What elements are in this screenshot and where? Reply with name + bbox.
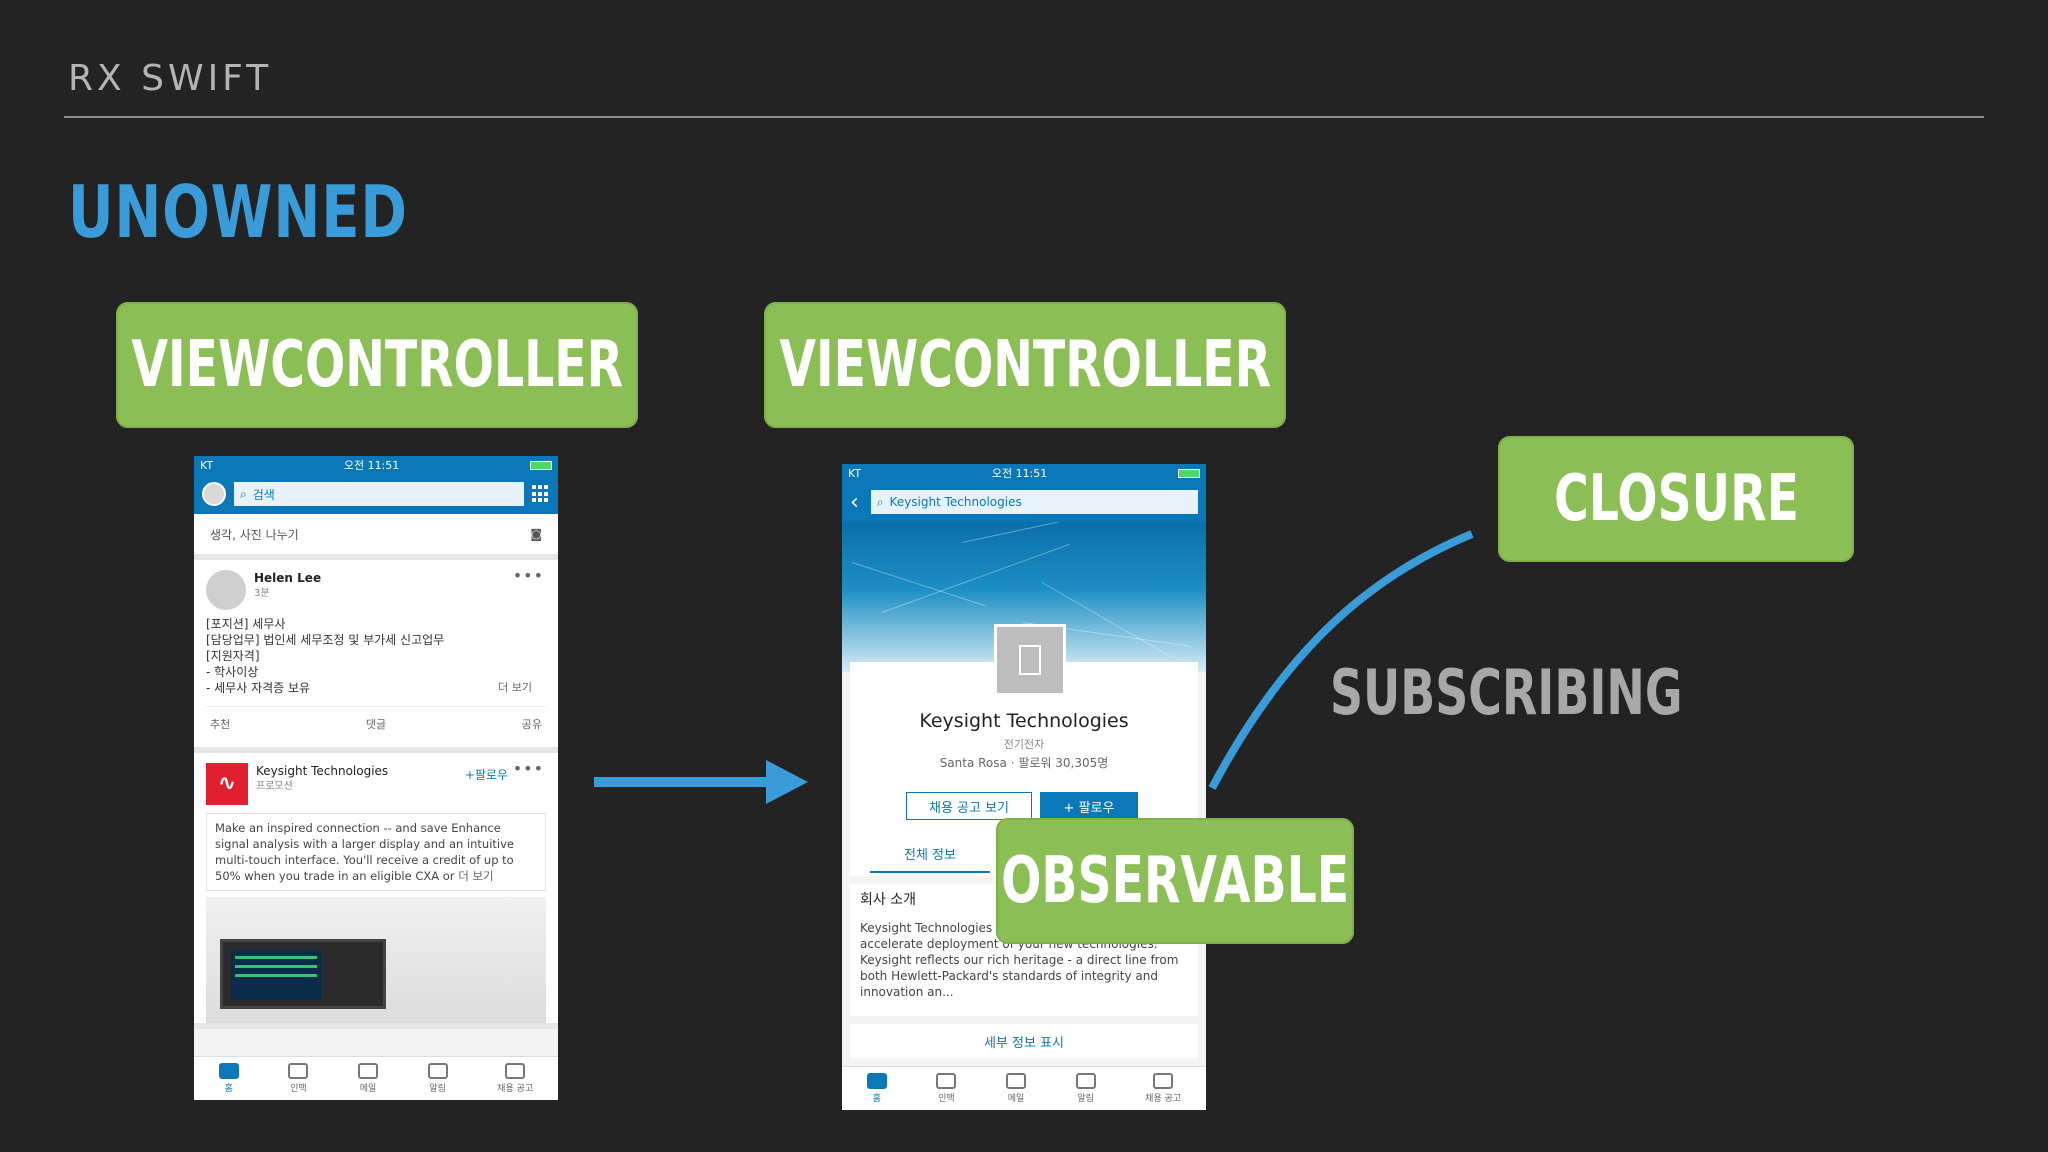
- search-placeholder: 검색: [252, 487, 275, 502]
- about-title: 회사 소개: [860, 892, 916, 908]
- home-icon: [866, 1073, 887, 1089]
- promo-company[interactable]: Keysight Technologies: [256, 764, 389, 778]
- nav-bar: ⌕ 검색: [194, 474, 558, 514]
- company-name: Keysight Technologies: [919, 710, 1129, 732]
- post-line: [포지션] 세무사: [206, 617, 286, 631]
- phone-screenshot-company: KT 오전 11:51 ‹ ⌕ Keysight Technologies Ke…: [842, 464, 1206, 1110]
- viewcontroller-box-left: VIEWCONTROLLER: [116, 302, 638, 428]
- bottom-tab-bar: 홈 인맥 메일 알림 채용 공고: [842, 1066, 1206, 1110]
- search-icon: ⌕: [240, 486, 247, 501]
- phone-screenshot-feed: KT 오전 11:51 ⌕ 검색 생각, 사진 나누기 ◙ Helen Lee …: [194, 456, 558, 1100]
- viewcontroller-right-label: VIEWCONTROLLER: [779, 328, 1271, 402]
- time-label: 오전 11:51: [343, 459, 400, 472]
- viewcontroller-left-label: VIEWCONTROLLER: [131, 328, 623, 402]
- message-icon: [1005, 1073, 1026, 1089]
- viewcontroller-box-right: VIEWCONTROLLER: [764, 302, 1286, 428]
- avatar[interactable]: [202, 482, 226, 506]
- show-details-link[interactable]: 세부 정보 표시: [850, 1024, 1198, 1058]
- keysight-logo: ∿: [206, 763, 248, 805]
- post-age: 3분: [254, 588, 270, 599]
- post-actions: 추천 댓글 공유: [206, 706, 546, 737]
- people-icon: [936, 1073, 957, 1089]
- tab-jobs[interactable]: 채용 공고: [1145, 1073, 1181, 1104]
- share-prompt-text: 생각, 사진 나누기: [210, 527, 299, 542]
- more-link[interactable]: 더 보기: [498, 681, 532, 694]
- promo-post: ∿ Keysight Technologies 프로모션 +팔로우 ••• Ma…: [194, 753, 558, 1029]
- tab-notifications[interactable]: 알림: [1075, 1073, 1096, 1104]
- observable-label: OBSERVABLE: [1000, 844, 1350, 918]
- more-options-icon[interactable]: •••: [512, 566, 544, 585]
- nav-bar: ‹ ⌕ Keysight Technologies: [842, 482, 1206, 522]
- search-input[interactable]: ⌕ 검색: [234, 482, 524, 506]
- view-jobs-button[interactable]: 채용 공고 보기: [906, 792, 1032, 820]
- camera-icon[interactable]: ◙: [530, 527, 542, 541]
- company-logo: [994, 624, 1066, 696]
- bottom-tab-bar: 홈 인맥 메일 알림 채용 공고: [194, 1056, 558, 1100]
- tab-home[interactable]: 홈: [218, 1063, 239, 1094]
- search-icon: ⌕: [876, 494, 884, 509]
- post-line: [지원자격]: [206, 649, 260, 663]
- tab-jobs[interactable]: 채용 공고: [497, 1063, 533, 1094]
- tab-notifications[interactable]: 알림: [427, 1063, 448, 1094]
- author-name[interactable]: Helen Lee: [254, 571, 322, 585]
- briefcase-icon: [1153, 1073, 1174, 1089]
- comment-button[interactable]: 댓글: [365, 718, 387, 731]
- company-category: 전기전자: [1003, 738, 1045, 751]
- share-prompt-row[interactable]: 생각, 사진 나누기 ◙: [194, 514, 558, 560]
- message-icon: [357, 1063, 378, 1079]
- push-arrow-head: [766, 760, 808, 804]
- tab-network[interactable]: 인맥: [288, 1063, 309, 1094]
- status-bar: KT 오전 11:51: [194, 456, 558, 474]
- observable-box: OBSERVABLE: [996, 818, 1354, 944]
- tab-messages[interactable]: 메일: [1005, 1073, 1026, 1104]
- briefcase-icon: [505, 1063, 526, 1079]
- people-icon: [288, 1063, 309, 1079]
- like-button[interactable]: 추천: [210, 718, 231, 731]
- header-divider: [64, 116, 1984, 118]
- tab-overview[interactable]: 전체 정보: [870, 844, 990, 873]
- promo-body: Make an inspired connection -- and save …: [215, 821, 515, 883]
- more-link[interactable]: 더 보기: [458, 869, 494, 883]
- back-icon[interactable]: ‹: [850, 489, 859, 515]
- carrier-label: KT: [848, 466, 862, 480]
- follow-button[interactable]: + 팔로우: [1040, 792, 1138, 820]
- carrier-label: KT: [200, 458, 214, 472]
- search-input[interactable]: ⌕ Keysight Technologies: [870, 490, 1198, 514]
- promo-label: 프로모션: [256, 781, 293, 792]
- promo-text: Make an inspired connection -- and save …: [206, 813, 546, 891]
- closure-label: CLOSURE: [1553, 462, 1799, 536]
- author-avatar[interactable]: [206, 570, 246, 610]
- promo-image[interactable]: [206, 897, 546, 1023]
- feed-post: Helen Lee 3분 ••• [포지션] 세무사 [담당업무] 법인세 세무…: [194, 560, 558, 753]
- post-line: [담당업무] 법인세 세무조정 및 부가세 신고업무: [206, 633, 445, 647]
- tab-network[interactable]: 인맥: [936, 1073, 957, 1104]
- closure-box: CLOSURE: [1498, 436, 1854, 562]
- more-options-icon[interactable]: •••: [512, 759, 544, 778]
- subscribing-label: SUBSCRIBING: [1330, 656, 1683, 729]
- company-location: Santa Rosa · 팔로워 30,305명: [939, 756, 1109, 770]
- battery-icon: [1178, 468, 1200, 478]
- bell-icon: [1075, 1073, 1096, 1089]
- post-line: - 학사이상: [206, 665, 259, 679]
- bell-icon: [427, 1063, 448, 1079]
- battery-icon: [530, 460, 552, 470]
- share-button[interactable]: 공유: [521, 718, 542, 731]
- apps-grid-icon[interactable]: [532, 485, 550, 503]
- status-bar: KT 오전 11:51: [842, 464, 1206, 482]
- slide-title: UNOWNED: [68, 170, 408, 254]
- post-line: - 세무사 자격증 보유: [206, 681, 311, 695]
- time-label: 오전 11:51: [991, 467, 1048, 480]
- tab-messages[interactable]: 메일: [357, 1063, 378, 1094]
- home-icon: [218, 1063, 239, 1079]
- search-value: Keysight Technologies: [889, 495, 1022, 509]
- tab-home[interactable]: 홈: [866, 1073, 887, 1104]
- signal-analyzer-image: [220, 939, 386, 1009]
- follow-button[interactable]: +팔로우: [464, 768, 508, 782]
- slide-header: RX SWIFT: [68, 58, 273, 99]
